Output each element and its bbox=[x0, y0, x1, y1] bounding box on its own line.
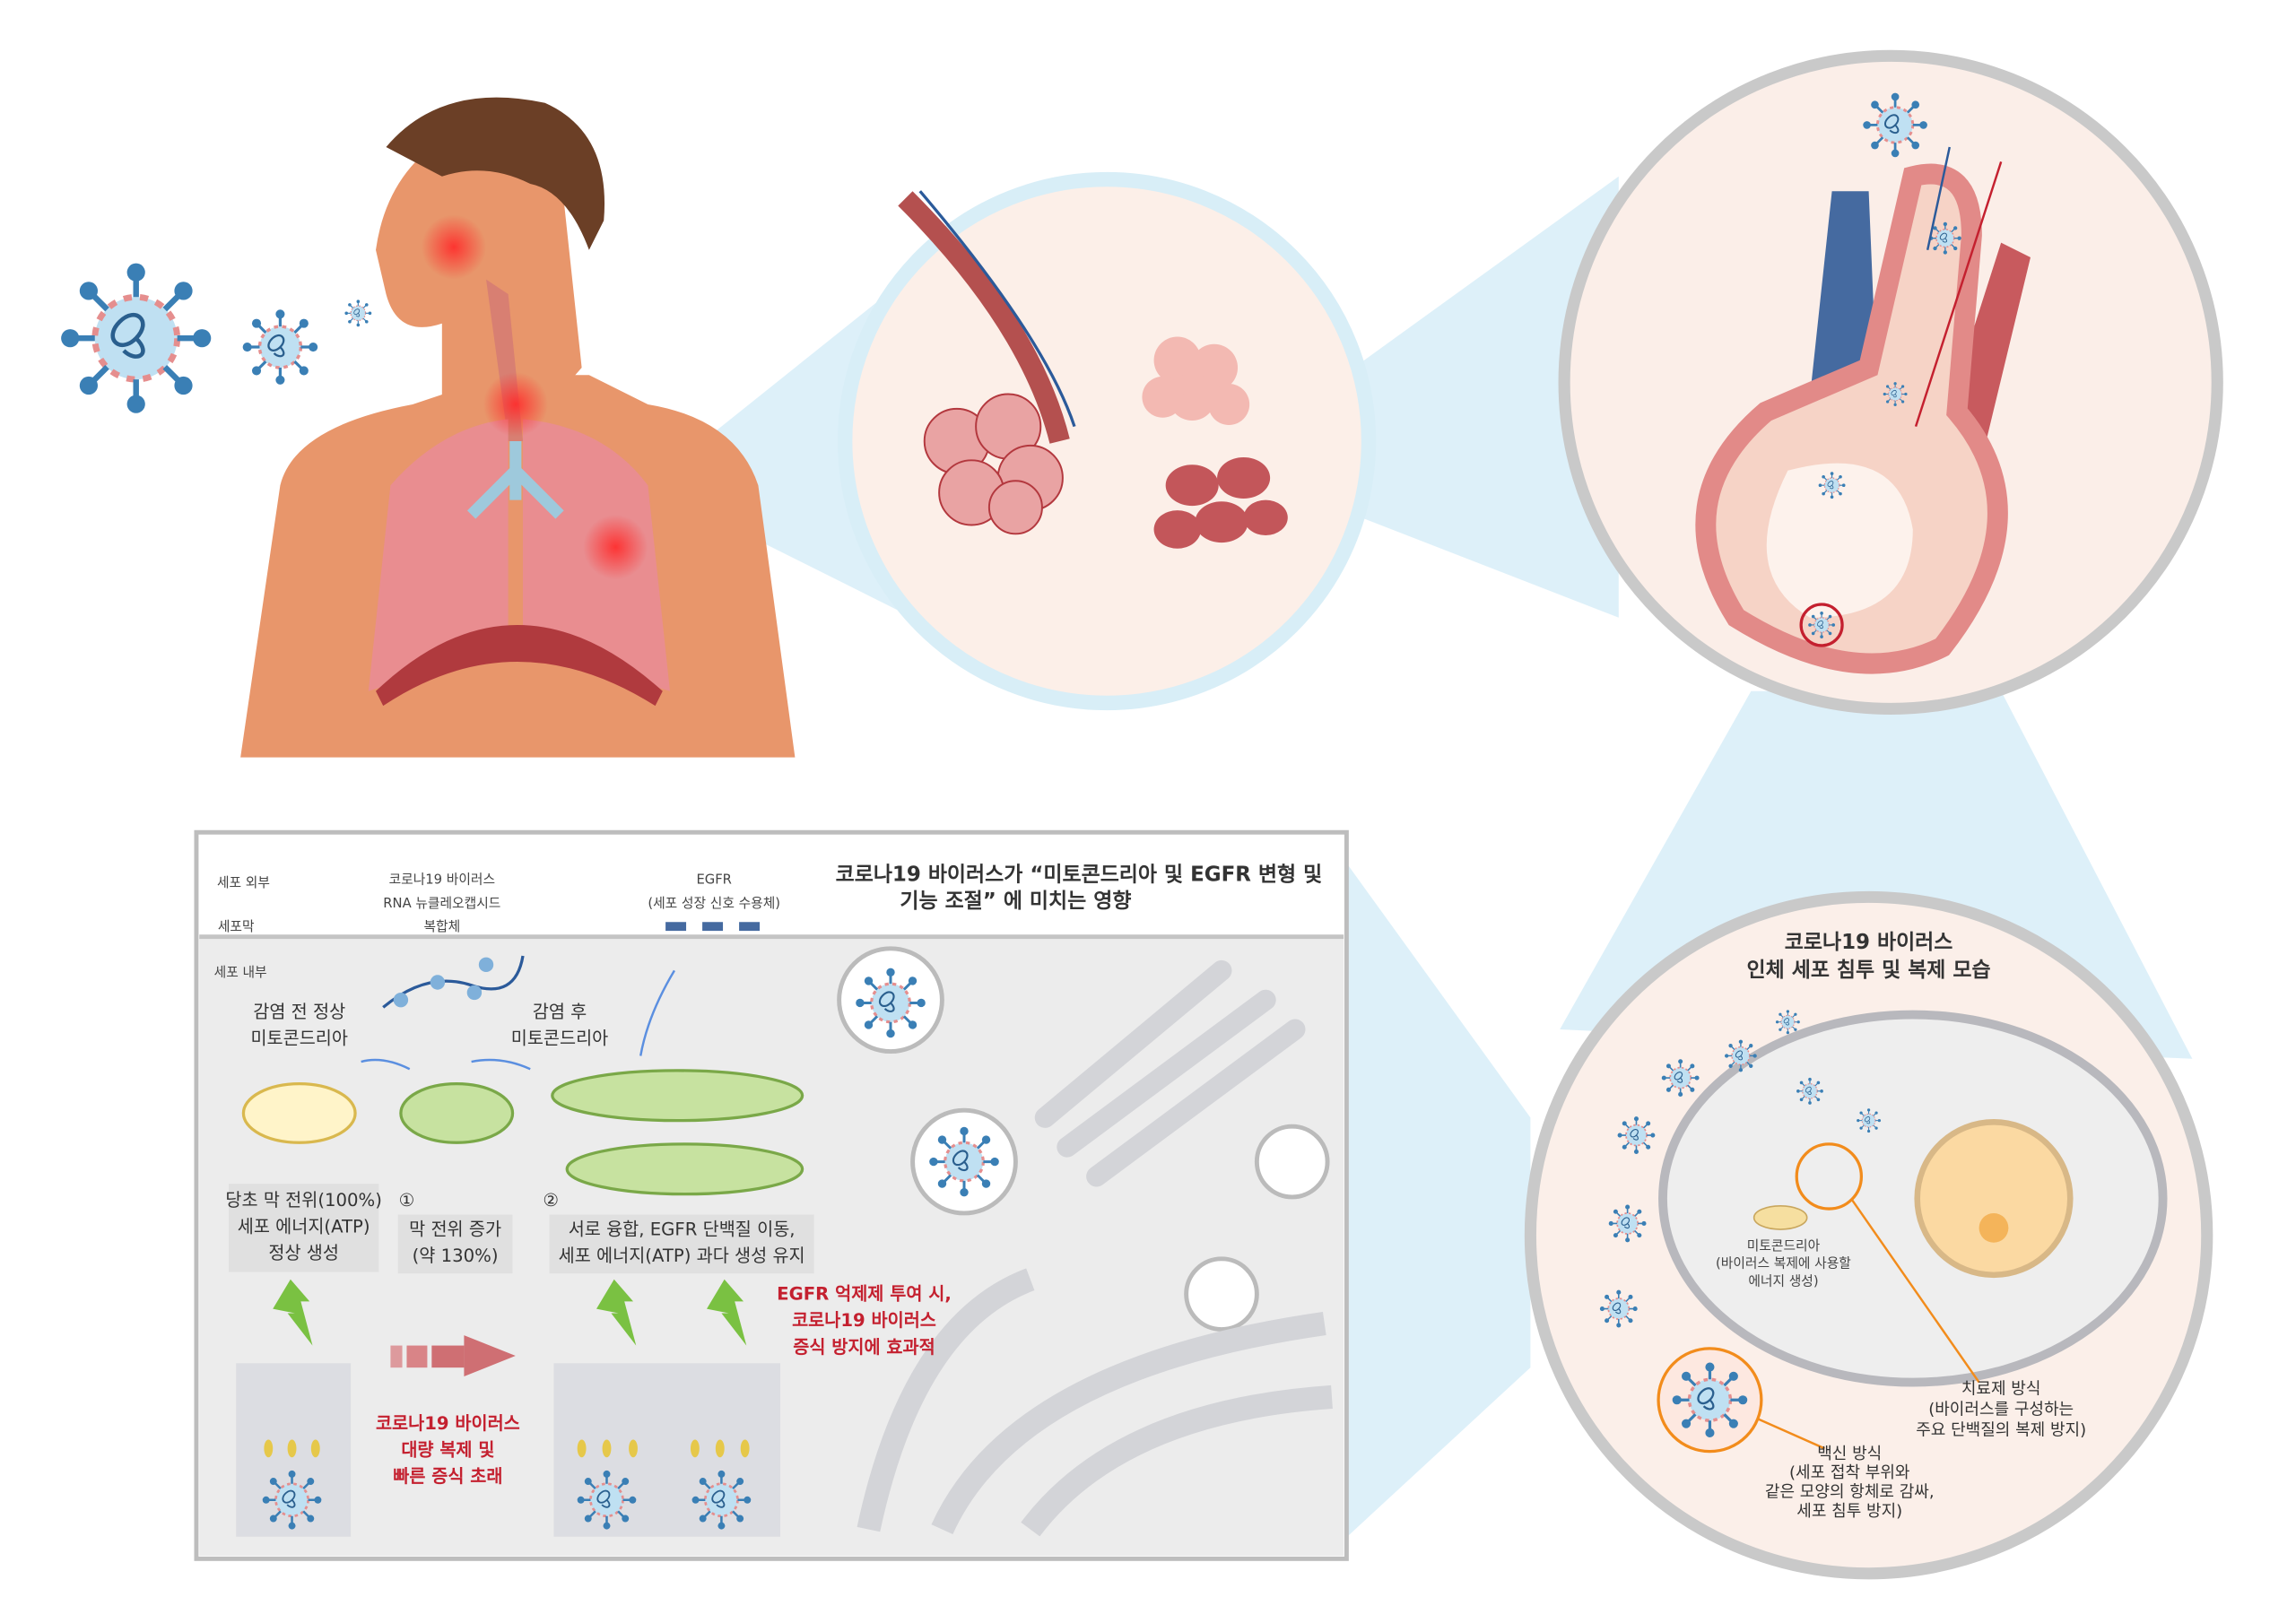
before-mito-label: 감염 전 정상 bbox=[253, 1002, 345, 1022]
vaccine-label: 백신 방식 bbox=[1817, 1445, 1882, 1463]
after-mito-label: 미토콘드리아 bbox=[511, 1028, 609, 1048]
alveolus-zoom-circle bbox=[1558, 49, 2223, 716]
egfr-label: (세포 성장 신호 수용체) bbox=[648, 896, 780, 911]
cell-circle-title: 인체 세포 침투 및 복제 모습 bbox=[1747, 959, 1991, 982]
box2-text: (약 130%) bbox=[413, 1245, 499, 1266]
virus-icon bbox=[344, 299, 372, 327]
mechanism-panel bbox=[194, 829, 1349, 1561]
egfr-label: EGFR bbox=[696, 872, 731, 888]
replication-arrow-icon bbox=[390, 1335, 516, 1377]
vaccine-label: 세포 침투 방지) bbox=[1796, 1502, 1902, 1521]
zone-label-outside: 세포 외부 bbox=[217, 875, 270, 890]
virus-icon bbox=[240, 308, 319, 386]
zoom-wedge-2 bbox=[1353, 176, 1619, 618]
energy-bolt-icon bbox=[273, 1279, 313, 1346]
alveoli-zoom-circle bbox=[837, 171, 1377, 711]
step-1-marker: ① bbox=[399, 1190, 415, 1211]
mito-label: 미토콘드리아 bbox=[1747, 1238, 1821, 1254]
vaccine-label: 같은 모양의 항체로 감싸, bbox=[1765, 1482, 1935, 1501]
box3-text: 세포 에너지(ATP) 과다 생성 유지 bbox=[559, 1245, 805, 1266]
virus-icon bbox=[61, 264, 211, 413]
before-mito-label: 미토콘드리아 bbox=[250, 1028, 348, 1048]
cell-circle-title: 코로나19 바이러스 bbox=[1785, 931, 1953, 954]
zoom-wedge-4 bbox=[1339, 853, 1531, 1544]
box3-text: 서로 융합, EGFR 단백질 이동, bbox=[569, 1219, 796, 1240]
mito-label: (바이러스 복제에 사용할 bbox=[1716, 1256, 1851, 1272]
replication-note: 코로나19 바이러스 bbox=[376, 1413, 520, 1434]
energy-bolt-icon bbox=[596, 1279, 637, 1346]
inhibitor-note: EGFR 억제제 투여 시, bbox=[777, 1284, 952, 1305]
energy-bolt-icon bbox=[707, 1279, 747, 1346]
box1-text: 당초 막 전위(100%) bbox=[225, 1190, 381, 1211]
box1-text: 정상 생성 bbox=[268, 1243, 339, 1263]
rna-label: 복합체 bbox=[423, 919, 460, 934]
rna-label: RNA 뉴클레오캡시드 bbox=[383, 896, 500, 911]
step-2-marker: ② bbox=[543, 1190, 559, 1211]
therapy-label: 주요 단백질의 복제 방지) bbox=[1916, 1421, 2086, 1440]
zone-label-membrane: 세포막 bbox=[218, 919, 255, 934]
human-torso-illustration bbox=[240, 97, 796, 758]
inhibitor-note: 증식 방지에 효과적 bbox=[793, 1337, 935, 1358]
vaccine-label: (세포 접착 부위와 bbox=[1789, 1463, 1910, 1482]
replication-note: 빠른 증식 초래 bbox=[393, 1466, 502, 1487]
zone-label-inside: 세포 내부 bbox=[214, 965, 267, 980]
panel-title: 코로나19 바이러스가 “미토콘드리아 및 EGFR 변형 및 bbox=[836, 863, 1323, 886]
therapy-label: (바이러스를 구성하는 bbox=[1928, 1401, 2074, 1419]
inhibitor-note: 코로나19 바이러스 bbox=[792, 1310, 936, 1331]
panel-title: 기능 조절” 에 미치는 영향 bbox=[900, 890, 1131, 913]
after-mito-label: 감염 후 bbox=[533, 1002, 587, 1022]
cell-infection-circle bbox=[1524, 890, 2213, 1580]
rna-label: 코로나19 바이러스 bbox=[389, 872, 495, 888]
box1-text: 세포 에너지(ATP) bbox=[238, 1216, 370, 1237]
box2-text: 막 전위 증가 bbox=[409, 1219, 501, 1240]
replication-note: 대량 복제 및 bbox=[401, 1440, 494, 1461]
mito-label: 에너지 생성) bbox=[1748, 1273, 1818, 1289]
therapy-label: 치료제 방식 bbox=[1961, 1380, 2041, 1399]
